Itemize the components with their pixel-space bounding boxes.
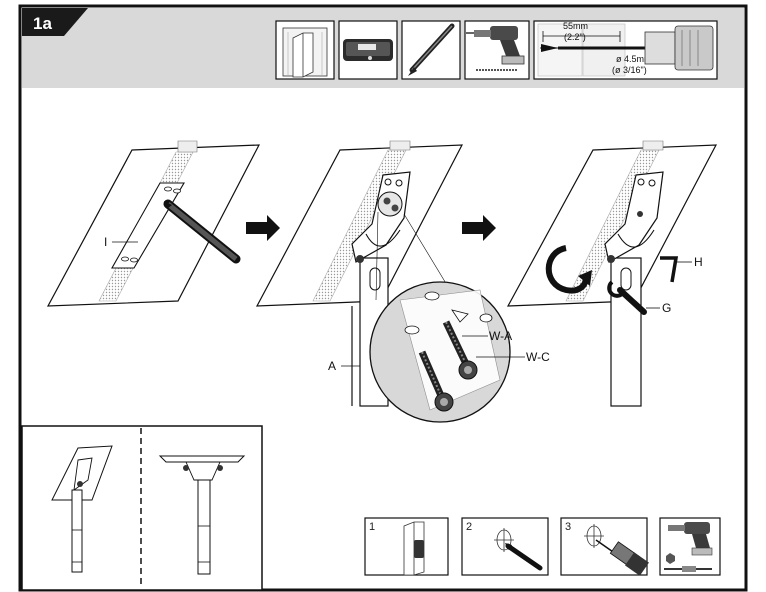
drill-depth-mm: 55mm (563, 21, 588, 31)
label-G: G (662, 301, 671, 315)
drill-depth-diagram: 55mm (2.2") ø 4.5mm (ø 3/16") (533, 20, 718, 80)
next-arrow-icon (246, 215, 280, 241)
step-badge: 1a (22, 8, 88, 36)
step-badge-text: 1a (33, 14, 52, 33)
drill-diameter-mm: ø 4.5mm (616, 54, 652, 64)
next-arrow-icon (462, 215, 496, 241)
substep-1-number: 1 (369, 521, 375, 533)
label-A: A (328, 359, 336, 373)
drill-icon (464, 20, 530, 80)
hex-key-icon (660, 256, 679, 283)
drill-diameter-in: (ø 3/16") (612, 65, 647, 75)
substep-2-number: 2 (466, 521, 472, 533)
label-H: H (694, 255, 703, 269)
substep-3-number: 3 (565, 521, 571, 533)
mount-orientation-box (21, 425, 263, 591)
step-attach-bracket: A W-A W-C (255, 140, 550, 423)
label-W-A: W-A (489, 329, 512, 343)
stud-finder-icon (338, 20, 398, 80)
step-tighten-screws: H G (506, 140, 718, 407)
substep-2: 2 (461, 517, 549, 576)
wall-bracket (604, 171, 664, 263)
rotate-arrow-icon (545, 245, 589, 294)
substep-3: 3 (560, 517, 649, 576)
wall-stud-icon (275, 20, 335, 80)
label-I: I (104, 235, 107, 249)
pencil-icon (401, 20, 461, 80)
substep-drill-tools (659, 517, 721, 576)
lag-screw-icon (418, 350, 454, 412)
wrench-icon (607, 280, 647, 315)
lag-screw-icon (442, 320, 478, 380)
label-W-C: W-C (526, 350, 550, 364)
step-mark-holes: I (46, 140, 261, 307)
drill-depth-in: (2.2") (564, 32, 586, 42)
substep-1: 1 (364, 517, 449, 576)
